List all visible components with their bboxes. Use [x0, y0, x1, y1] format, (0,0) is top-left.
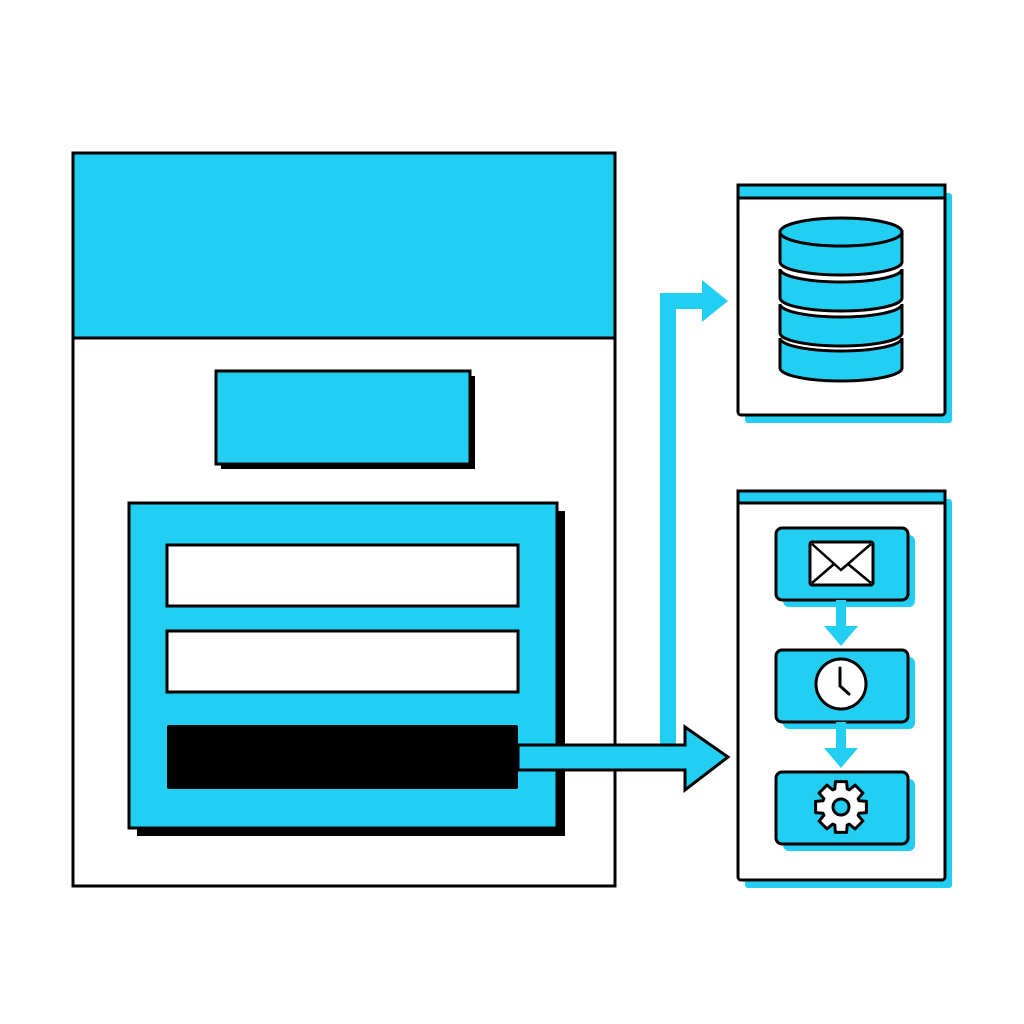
database-panel-titlebar — [736, 183, 947, 200]
flow-arrow-2 — [824, 722, 858, 768]
app-header — [71, 151, 617, 340]
clock-icon — [814, 657, 868, 711]
step-email[interactable] — [774, 526, 915, 607]
primary-button[interactable] — [214, 369, 475, 469]
database-icon — [778, 216, 904, 383]
arrow-to-workflow — [516, 724, 731, 794]
step-schedule[interactable] — [774, 648, 915, 729]
envelope-icon — [808, 540, 875, 587]
gear-icon — [814, 780, 868, 834]
input-field-1[interactable] — [165, 543, 520, 608]
workflow-panel-titlebar — [736, 489, 947, 505]
database-panel — [736, 183, 952, 423]
submit-button[interactable] — [167, 725, 518, 789]
step-settings[interactable] — [774, 770, 915, 851]
app-window — [71, 151, 617, 888]
workflow-panel — [736, 489, 952, 888]
input-field-2[interactable] — [165, 629, 520, 694]
flow-arrow-1 — [824, 600, 858, 646]
form-panel — [127, 501, 565, 836]
connector-to-database — [660, 280, 728, 758]
